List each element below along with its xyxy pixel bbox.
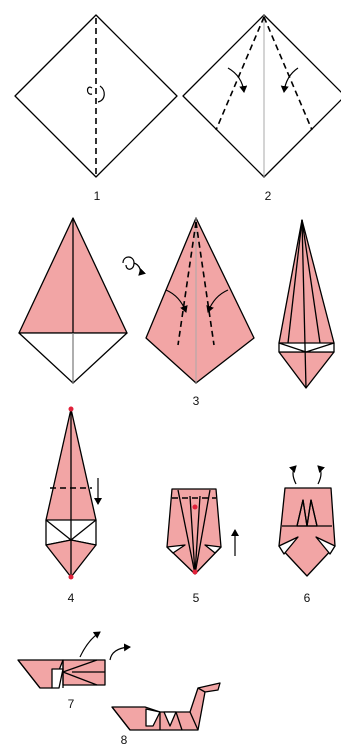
step-3-center-diagram: 3	[146, 218, 254, 408]
lift-neck-arrow-icon	[80, 632, 100, 657]
body-white-inner	[52, 669, 63, 688]
step-4-number: 4	[68, 591, 75, 605]
step-1-diagram: 1	[15, 15, 177, 203]
step-4-diagram: 4	[46, 407, 98, 606]
step-3-number: 3	[193, 394, 200, 408]
pull-out-arrow-left-icon	[293, 466, 296, 484]
step-3-result-diagram	[279, 220, 334, 388]
step-8-swan-diagram: 8	[112, 683, 220, 747]
step-3-left-diagram	[19, 218, 127, 383]
reference-dot-lower	[193, 570, 198, 575]
kite-corner-white-right	[306, 343, 334, 352]
step-7-diagram: 7	[18, 632, 130, 711]
step-1-number: 1	[94, 189, 101, 203]
reference-dot-bottom	[69, 575, 74, 580]
step-5-diagram: 5	[167, 489, 235, 605]
step-5-number: 5	[193, 591, 200, 605]
kite-corner-white-left	[279, 343, 306, 352]
reference-dot-upper	[193, 505, 198, 510]
swan-body-pink	[112, 683, 220, 730]
step-2-number: 2	[265, 189, 272, 203]
pull-out-arrow-right-icon	[318, 466, 321, 484]
lift-head-arrow-icon	[110, 647, 130, 660]
step-6-diagram: 6	[279, 466, 335, 605]
step-8-number: 8	[121, 733, 128, 747]
folded-body-pink	[279, 488, 335, 576]
narrow-kite-pink	[279, 220, 334, 343]
kite-pink	[146, 218, 254, 383]
step-2-diagram: 2	[183, 15, 341, 203]
turn-over-icon	[123, 257, 140, 275]
step-6-number: 6	[304, 591, 311, 605]
reference-dot-top	[69, 407, 74, 412]
square-paper	[183, 15, 341, 177]
step-7-number: 7	[68, 697, 75, 711]
